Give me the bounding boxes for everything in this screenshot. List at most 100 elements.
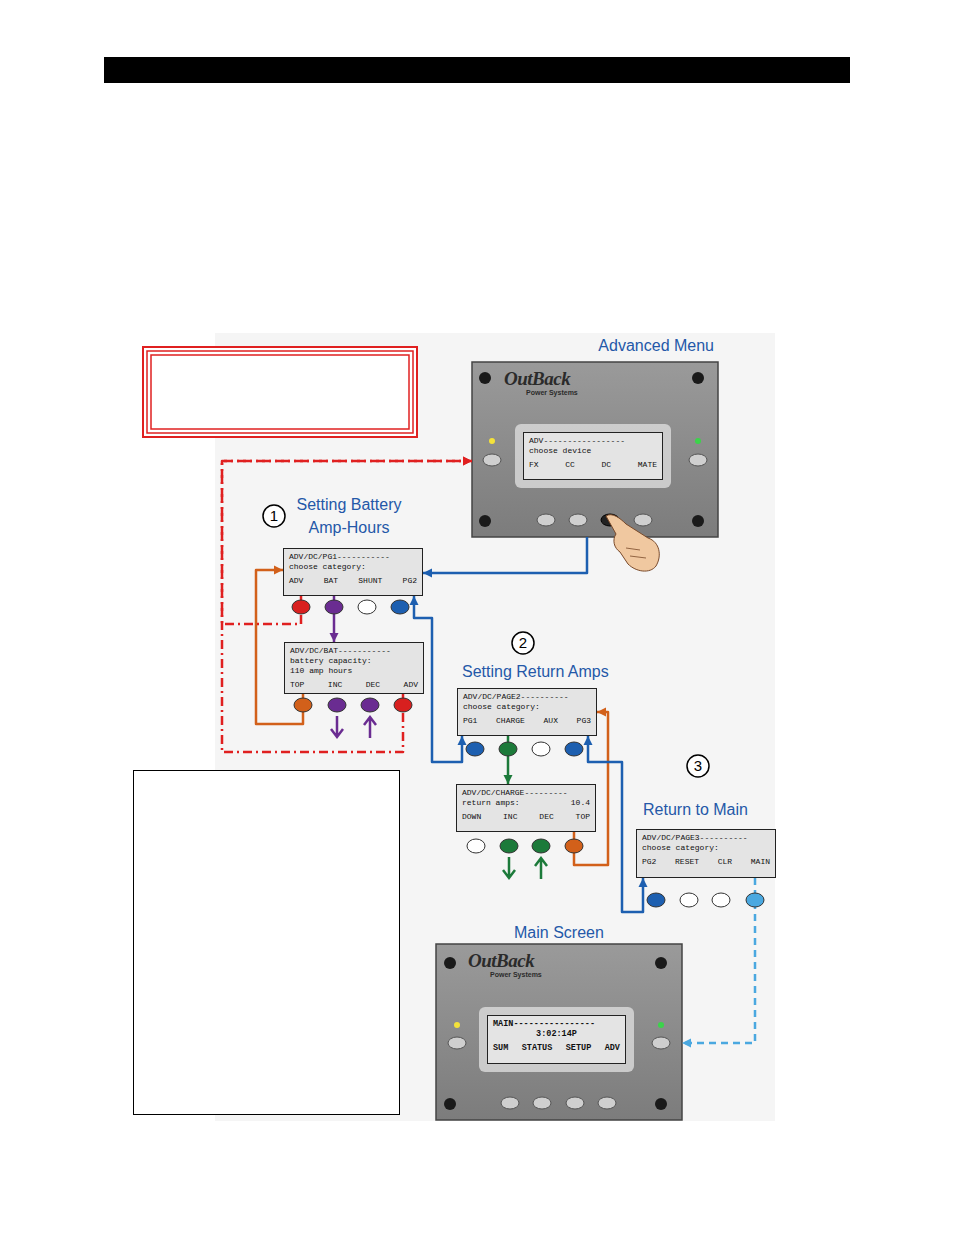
brand-logo: Power Systems (490, 971, 542, 978)
lcd-screen: ADV/DC/CHARGE---------return amps: 10.4DO… (456, 784, 596, 832)
lcd-text: SETUP (566, 1043, 592, 1053)
lcd-text: SHUNT (358, 576, 382, 586)
arrowhead (410, 596, 419, 605)
controller-panel: OutBackPower SystemsADV-----------------… (472, 362, 718, 537)
lcd-row: choose category: (463, 702, 591, 712)
controller-panel: OutBackPower SystemsMAIN----------------… (436, 944, 682, 1120)
brand-logo: OutBack (468, 950, 534, 972)
callout-number: 1 (263, 505, 285, 527)
step-title: Setting Return Amps (462, 660, 622, 683)
lcd-row: ADV/DC/PG1----------- (289, 552, 417, 562)
lcd-text: DC (602, 460, 612, 470)
lcd-text: INC (328, 680, 342, 690)
lcd-text: RESET (675, 857, 699, 867)
arrowhead (330, 633, 339, 642)
arrowhead (463, 457, 472, 466)
lcd-row: return amps: 10.4 (462, 798, 590, 808)
lcd-screen: ADV/DC/PAGE2----------choose category: PG… (457, 688, 597, 736)
lcd-text: ADV (605, 1043, 620, 1053)
lcd-text: ADV/DC/PAGE2---------- (463, 692, 569, 702)
lcd-screen: MAIN----------------3:02:14P SUM STATUS SET… (487, 1015, 626, 1064)
lcd-row: 110 amp hours (290, 666, 418, 676)
brand-logo: Power Systems (526, 389, 578, 396)
lcd-text: PG2 (642, 857, 656, 867)
arrowhead (463, 457, 472, 466)
panel-title: Main Screen (514, 921, 634, 944)
lcd-screen: ADV-----------------choose deviceFXCCDCM… (523, 432, 663, 480)
lcd-row: 3:02:14P (493, 1029, 620, 1039)
lcd-screen: ADV/DC/BAT-----------battery capacity:11… (284, 642, 424, 694)
lcd-text: 3:02:14P (536, 1029, 577, 1039)
lcd-row: ADV/DC/CHARGE--------- (462, 788, 590, 798)
lcd-text: ADV (404, 680, 418, 690)
lcd-text: MAIN---------------- (493, 1019, 595, 1029)
arrowhead (423, 569, 432, 578)
lcd-text: return amps: (462, 798, 520, 808)
arrowhead (639, 878, 648, 887)
step-title: Setting Battery Amp-Hours (289, 493, 409, 539)
lcd-text: PG3 (577, 716, 591, 726)
lcd-row: PG2 RESET CLR MAIN (642, 857, 770, 867)
lcd-text: DEC (539, 812, 553, 822)
note-box (143, 347, 417, 437)
controller-panel (472, 362, 718, 537)
lcd-row: battery capacity: (290, 656, 418, 666)
connector-line (588, 736, 643, 912)
lcd-text: choose category: (463, 702, 540, 712)
lcd-text: ADV/DC/PG1----------- (289, 552, 390, 562)
lcd-row: ADV/DC/PAGE3---------- (642, 833, 770, 843)
brand-logo: OutBack (504, 368, 570, 390)
lcd-row: MAIN---------------- (493, 1019, 620, 1029)
connector-line (222, 461, 472, 752)
lcd-text: TOP (290, 680, 304, 690)
lcd-text: BAT (324, 576, 338, 586)
lcd-text: INC (503, 812, 517, 822)
controller-panel (436, 944, 682, 1120)
lcd-text: SUM (493, 1043, 508, 1053)
connector-line (423, 537, 587, 573)
arrowhead (504, 775, 513, 784)
callout-number: 3 (687, 755, 709, 777)
panel-title: Advanced Menu (560, 334, 714, 357)
lcd-row: choose category: (289, 562, 417, 572)
lcd-text: ADV (289, 576, 303, 586)
lcd-row: choose category: (642, 843, 770, 853)
lcd-text: DEC (366, 680, 380, 690)
lcd-row: SUM STATUS SETUP ADV (493, 1043, 620, 1053)
lcd-text: STATUS (522, 1043, 553, 1053)
connector (222, 457, 472, 753)
lcd-text: PG2 (403, 576, 417, 586)
lcd-text: CLR (718, 857, 732, 867)
arrowhead (682, 1039, 691, 1048)
step-title: Return to Main (643, 798, 773, 821)
lcd-text: 110 amp hours (290, 666, 352, 676)
lcd-row: ADV/DC/BAT----------- (290, 646, 418, 656)
lcd-text: ADV/DC/BAT----------- (290, 646, 391, 656)
lcd-text: choose device (529, 446, 591, 456)
lcd-row: choose device (529, 446, 657, 456)
lcd-text: ADV/DC/PAGE3---------- (642, 833, 748, 843)
arrowhead (584, 736, 593, 745)
lcd-text: AUX (544, 716, 558, 726)
lcd-text: MATE (638, 460, 657, 470)
lcd-text: 10.4 (571, 798, 590, 808)
lcd-text: TOP (576, 812, 590, 822)
lcd-row: FXCCDCMATE (529, 460, 657, 470)
lcd-row: PG1CHARGEAUXPG3 (463, 716, 591, 726)
lcd-row: ADV BAT SHUNT PG2 (289, 576, 417, 586)
lcd-text: battery capacity: (290, 656, 372, 666)
lcd-text: MAIN (751, 857, 770, 867)
callout-number: 2 (512, 632, 534, 654)
connector (222, 457, 472, 625)
lcd-text: FX (529, 460, 539, 470)
lcd-row: ADV----------------- (529, 436, 657, 446)
lcd-text: PG1 (463, 716, 477, 726)
lcd-screen: ADV/DC/PG1-----------choose category: ADV… (283, 548, 423, 596)
lcd-row: DOWN INC DEC TOP (462, 812, 590, 822)
arrowhead (458, 736, 467, 745)
lcd-text: DOWN (462, 812, 481, 822)
